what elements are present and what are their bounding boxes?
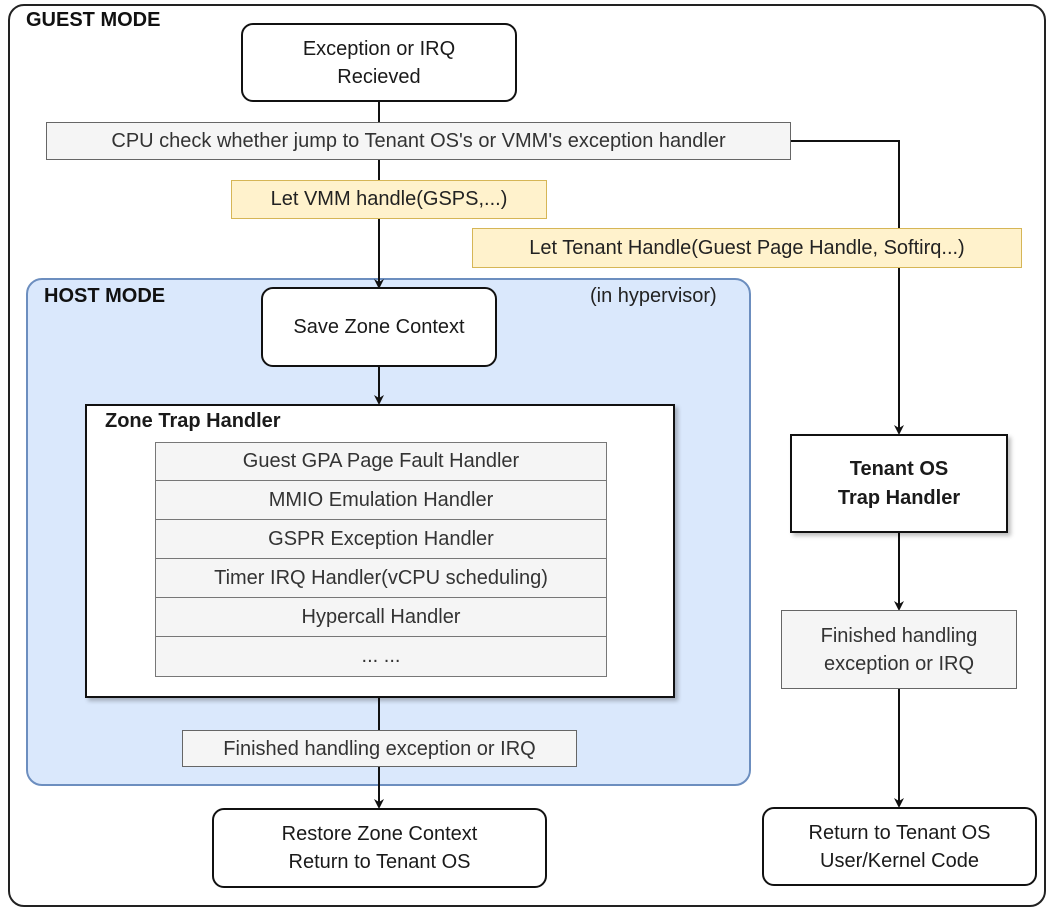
handler-row-gspr-exception: GSPR Exception Handler [155, 520, 607, 559]
handler-row-more: ... ... [155, 637, 607, 677]
zone-trap-title: Zone Trap Handler [105, 410, 281, 432]
node-line: exception or IRQ [823, 652, 975, 675]
node-line: Tenant OS [849, 457, 949, 480]
node-line: User/Kernel Code [820, 849, 979, 872]
tenant-finished-label: Finished handling exception or IRQ [781, 610, 1017, 689]
node-line: Return to Tenant OS [288, 851, 471, 873]
node-line: Return to Tenant OS [808, 821, 991, 844]
cpu-check-label: CPU check whether jump to Tenant OS's or… [46, 122, 791, 160]
node-line: Restore Zone Context [281, 823, 478, 845]
let-tenant-label: Let Tenant Handle(Guest Page Handle, Sof… [472, 228, 1022, 268]
let-vmm-label: Let VMM handle(GSPS,...) [231, 180, 547, 219]
return-tenant-os-node: Return to Tenant OS User/Kernel Code [762, 807, 1037, 886]
host-mode-title: HOST MODE [44, 285, 166, 307]
node-line: Exception or IRQ [302, 37, 456, 60]
exception-received-node: Exception or IRQ Recieved [241, 23, 517, 102]
handler-row-mmio-emulation: MMIO Emulation Handler [155, 481, 607, 520]
zone-trap-handler: Zone Trap Handler Guest GPA Page Fault H… [85, 404, 675, 698]
node-line: Finished handling [820, 624, 978, 647]
save-zone-context-node: Save Zone Context [261, 287, 497, 367]
node-line: Trap Handler [837, 486, 961, 509]
handler-list: Guest GPA Page Fault Handler MMIO Emulat… [155, 442, 607, 677]
handler-row-timer-irq: Timer IRQ Handler(vCPU scheduling) [155, 559, 607, 598]
host-finished-label: Finished handling exception or IRQ [182, 730, 577, 767]
node-line: Recieved [337, 65, 421, 88]
hypervisor-note: (in hypervisor) [590, 285, 717, 307]
handler-row-gpa-page-fault: Guest GPA Page Fault Handler [155, 442, 607, 481]
handler-row-hypercall: Hypercall Handler [155, 598, 607, 637]
tenant-os-trap-handler-node: Tenant OS Trap Handler [790, 434, 1008, 533]
guest-mode-title: GUEST MODE [26, 9, 161, 31]
restore-zone-context-node: Restore Zone Context Return to Tenant OS [212, 808, 547, 888]
